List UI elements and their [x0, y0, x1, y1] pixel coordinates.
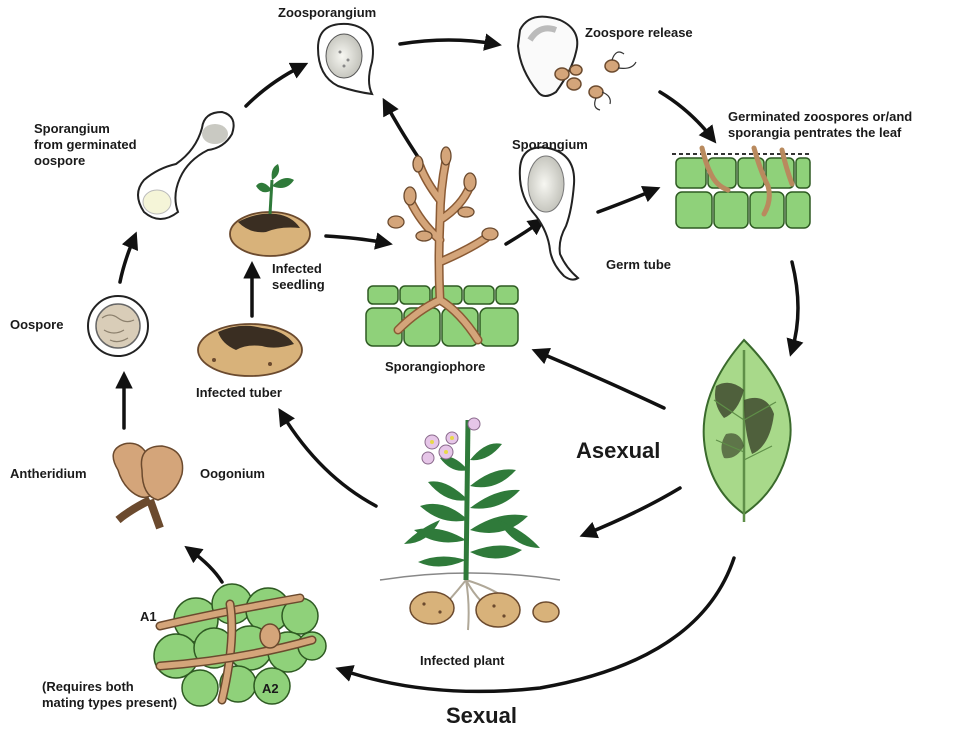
label-sporangiophore: Sporangiophore [385, 359, 485, 375]
infected-leaf-illustration [704, 340, 791, 522]
arrow-penetration-to-leaf [792, 262, 798, 350]
label-requires-both: (Requires both mating types present) [42, 679, 177, 711]
label-sporangium-from-oospore: Sporangium from germinated oospore [34, 121, 137, 169]
arrow-sporangium-to-penetration [598, 190, 654, 212]
mating-types-illustration [154, 584, 326, 706]
label-infected-tuber: Infected tuber [196, 385, 282, 401]
arrow-leaf-to-sporangiophore [538, 352, 664, 408]
label-oospore: Oospore [10, 317, 63, 333]
arrow-sexual-curve [342, 558, 734, 691]
infected-seedling-illustration [230, 164, 310, 256]
label-oogonium: Oogonium [200, 466, 265, 482]
arrow-oospore-to-sporangium [120, 238, 134, 282]
sporangiophore-illustration [366, 147, 518, 346]
arrow-mating-to-gametangia [190, 550, 222, 582]
label-a1: A1 [140, 609, 157, 625]
label-sexual: Sexual [446, 703, 517, 729]
arrow-leaf-to-plant [586, 488, 680, 534]
infected-plant-illustration [380, 418, 560, 630]
label-sporangium: Sporangium [512, 137, 588, 153]
sporangium-germ-illustration [520, 147, 578, 279]
label-a2: A2 [262, 681, 279, 697]
zoosporangium-illustration [318, 24, 373, 94]
arrow-sporangium-oospore-to-zoosporangium [246, 66, 302, 106]
leaf-penetration-illustration [672, 148, 812, 228]
label-zoospore-release: Zoospore release [585, 25, 693, 41]
oospore-illustration [88, 296, 148, 356]
arrow-release-to-penetration [660, 92, 712, 138]
oospore-sporangium-illustration [138, 112, 234, 219]
label-infected-seedling: Infected seedling [272, 261, 325, 293]
infected-tuber-illustration [198, 324, 302, 376]
label-zoosporangium: Zoosporangium [278, 5, 376, 21]
label-asexual: Asexual [576, 438, 660, 464]
arrow-plant-to-tuber [282, 414, 376, 506]
label-infected-plant: Infected plant [420, 653, 505, 669]
label-germ-tube: Germ tube [606, 257, 671, 273]
label-antheridium: Antheridium [10, 466, 87, 482]
arrow-seedling-to-sporangiophore [326, 236, 386, 243]
gametangia-illustration [113, 443, 182, 528]
arrow-zoosporangium-to-release [400, 40, 495, 44]
arrow-sporangiophore-to-zoosporangium [386, 104, 420, 160]
arrow-sporangiophore-to-sporangium [506, 222, 540, 244]
label-germinated-zoospores: Germinated zoospores or/and sporangia pe… [728, 109, 912, 141]
